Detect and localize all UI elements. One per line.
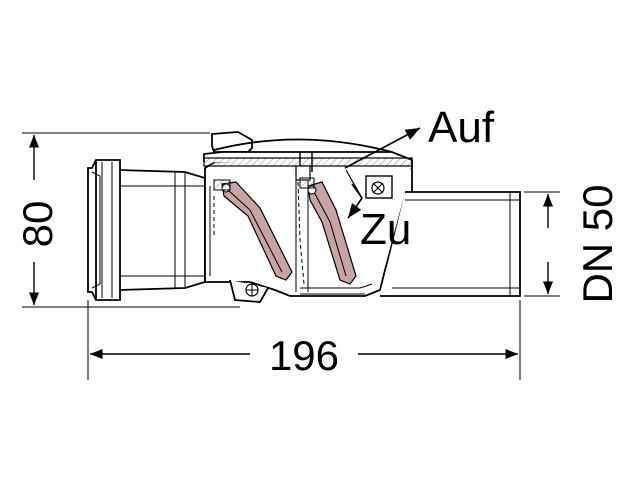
inlet-socket [87,159,206,301]
dimension-diameter [524,191,560,297]
dimension-height [22,132,240,308]
locking-screw [365,175,393,199]
label-closed: Zu [360,205,411,254]
dimension-diameter-value: DN 50 [574,184,621,303]
flap-left [221,181,293,281]
dimension-length [87,300,521,380]
open-arrow [344,127,421,169]
flap-right [307,181,357,285]
label-open: Auf [428,103,495,152]
valve-body [87,131,521,303]
dimension-length-value: 196 [269,332,339,379]
outlet-spigot [380,191,521,297]
lever-indicator [344,127,421,219]
cover-lid [203,131,413,181]
check-flaps [213,177,357,285]
dimension-height-value: 80 [14,201,61,248]
closed-arrow [347,183,363,219]
